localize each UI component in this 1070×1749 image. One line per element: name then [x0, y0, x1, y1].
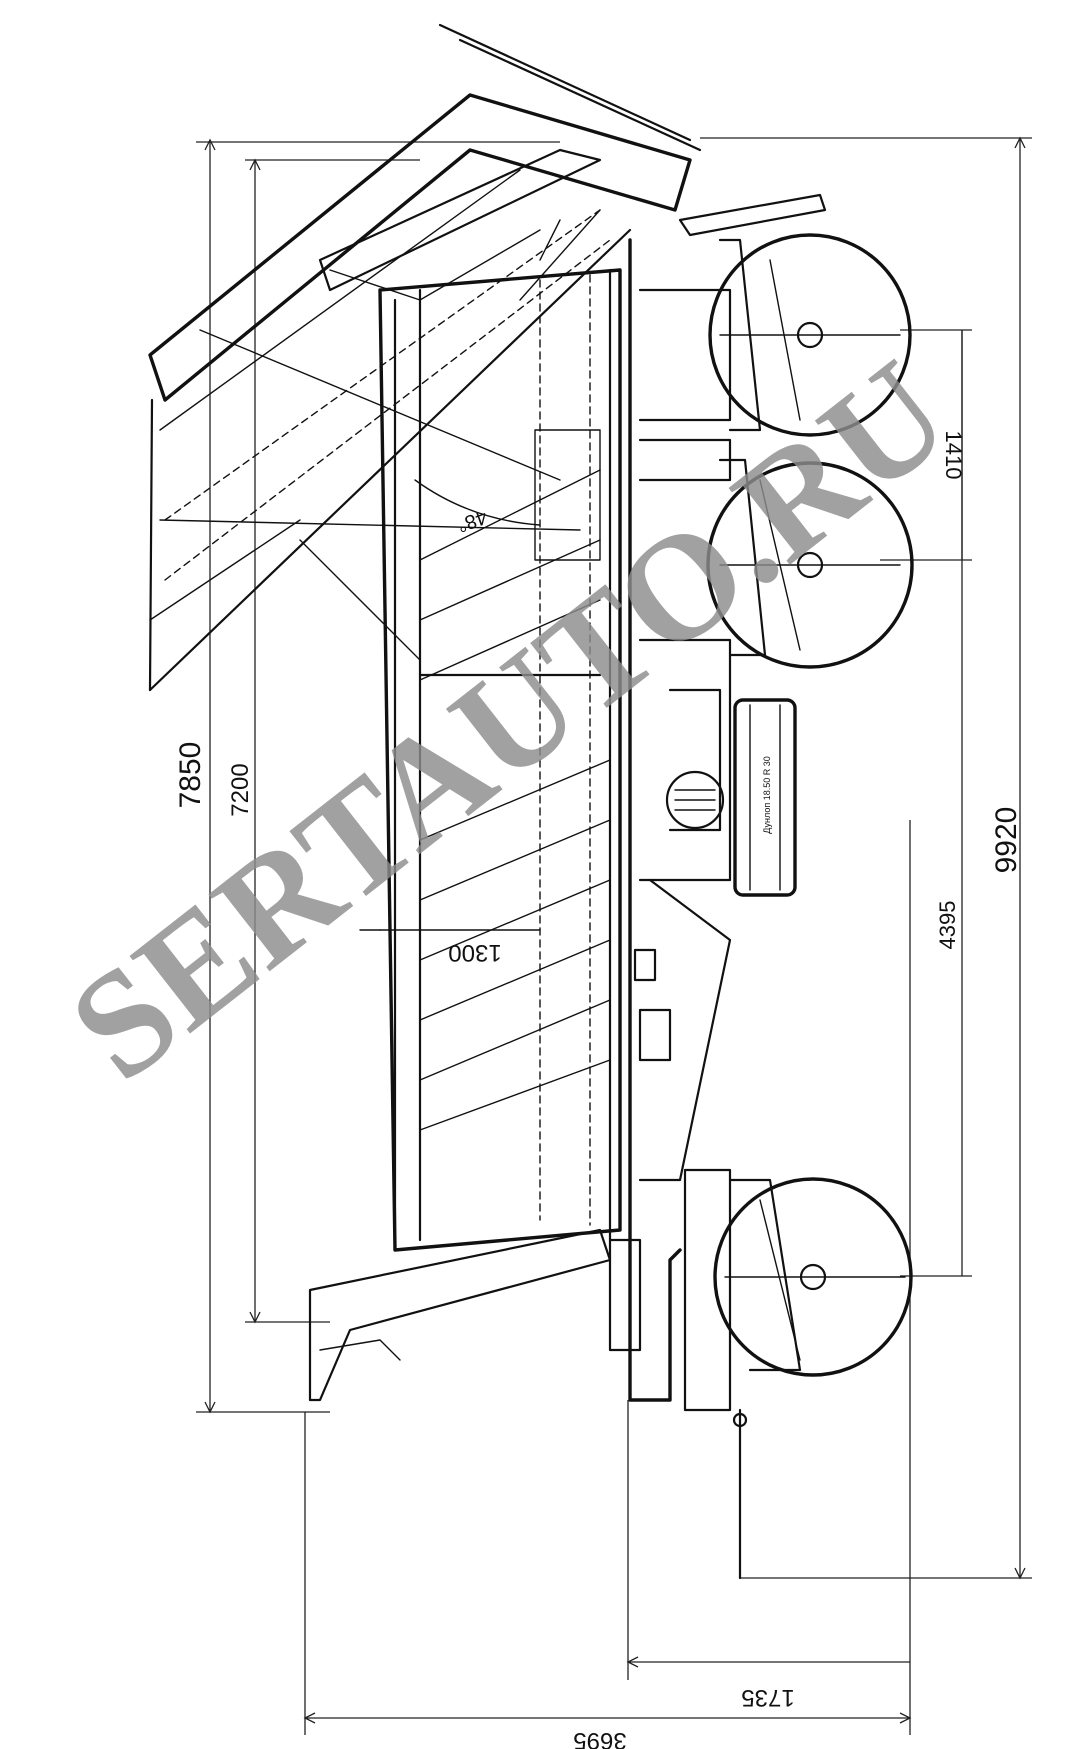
dimension-3695: 3695 [573, 1727, 626, 1749]
spare-tire: Дунлоп 18.50 R 30 [733, 698, 797, 897]
rear-wheel [713, 1177, 913, 1580]
chassis-frame [308, 238, 732, 1412]
dimension-1735: 1735 [741, 1684, 794, 1711]
front-wheel-2 [706, 458, 914, 669]
conveyor-boom [148, 23, 827, 692]
dimension-9920: 9920 [990, 807, 1023, 874]
dimension-1300: 1300 [448, 939, 501, 966]
dimension-7200: 7200 [227, 763, 254, 816]
front-wheel-1 [708, 233, 912, 437]
angle-label: 48° [454, 505, 490, 536]
hopper-body [359, 268, 622, 1252]
spare-tire-label: Дунлоп 18.50 R 30 [762, 756, 772, 834]
dimension-4395: 4395 [935, 901, 960, 950]
dimension-1410: 1410 [941, 431, 966, 480]
watermark: SERTAUTO.RU [40, 329, 978, 1113]
dimension-7850: 7850 [174, 742, 207, 809]
wheels [706, 233, 914, 1580]
